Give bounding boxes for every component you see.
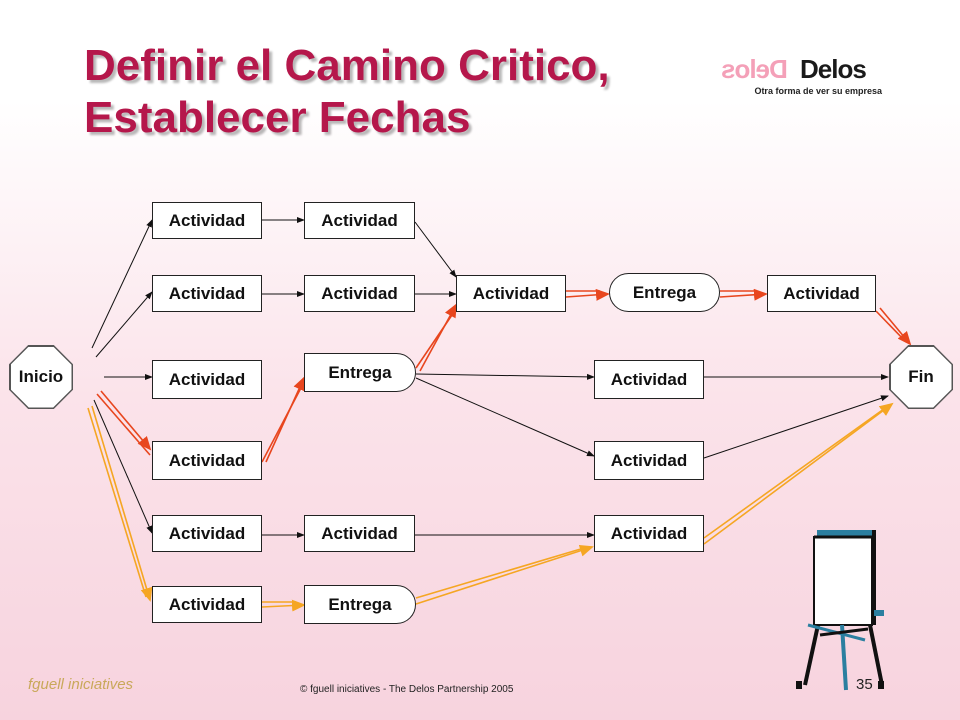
secondary-r5c4-fin-b [703, 402, 894, 545]
connector-inicio-r1 [91, 219, 153, 349]
flipchart-icon [796, 530, 884, 691]
critical-entrega-r2c5-b [719, 288, 768, 301]
footer-copyright: © fguell iniciatives - The Delos Partner… [300, 684, 514, 695]
connector-r1c2-r2c3 [414, 221, 457, 278]
secondary-entrega-r5c4-b [415, 544, 594, 605]
end-node-label: Fin [890, 346, 952, 408]
connector-inicio-r5 [93, 399, 153, 534]
delivery-node-r6c2: Entrega [304, 585, 416, 624]
critical-r2c5-fin-b [879, 307, 912, 346]
logo-tagline: Otra forma de ver su empresa [754, 86, 882, 96]
secondary-entrega-r5c4-a [415, 547, 585, 599]
end-node: Fin [889, 345, 953, 409]
critical-inicio-r4-b [100, 390, 152, 451]
page-number: 35 [856, 676, 873, 693]
activity-node-r6c1: Actividad [152, 586, 262, 623]
connector-inicio-r2 [95, 291, 153, 358]
activity-node-r2c3: Actividad [456, 275, 566, 312]
start-node-label: Inicio [10, 346, 72, 408]
activity-node-r2c1: Actividad [152, 275, 262, 312]
activity-node-r5c2: Actividad [304, 515, 415, 552]
activity-node-r5c1: Actividad [152, 515, 262, 552]
delos-logo: Delos Delos Otra forma de ver su empresa [722, 54, 892, 104]
title-line-2: Establecer Fechas [84, 93, 471, 142]
start-node: Inicio [9, 345, 73, 409]
title-line-1: Definir el Camino Critico, [84, 41, 610, 90]
secondary-r6-entrega-b [261, 599, 306, 612]
delivery-node-r3c2: Entrega [304, 353, 416, 392]
delivery-node-r2c4: Entrega [609, 273, 720, 312]
activity-node-r1c2: Actividad [304, 202, 415, 239]
activity-node-r1c1: Actividad [152, 202, 262, 239]
critical-entrega-r2c3-b [419, 303, 457, 372]
activity-node-r5c4: Actividad [594, 515, 704, 552]
connector-entrega-r3c4 [415, 373, 595, 380]
critical-r4-entrega-b [265, 376, 305, 463]
secondary-r5c4-fin-a [703, 405, 889, 539]
activity-node-r2c5: Actividad [767, 275, 876, 312]
activity-node-r2c2: Actividad [304, 275, 415, 312]
activity-node-r4c1: Actividad [152, 441, 262, 480]
connector-entrega-r4c4 [415, 377, 595, 457]
critical-r2c3-entrega-b [565, 288, 610, 301]
activity-node-r3c4: Actividad [594, 360, 704, 399]
page-title: Definir el Camino Critico, Establecer Fe… [84, 40, 610, 144]
connector-r4c4-fin [703, 395, 889, 459]
activity-node-r3c1: Actividad [152, 360, 262, 399]
activity-node-r4c4: Actividad [594, 441, 704, 480]
footer-brand: fguell iniciatives [28, 676, 134, 693]
logo-brand-text: Delos [800, 54, 867, 84]
secondary-inicio-r6-a [87, 407, 147, 598]
secondary-inicio-r6-b [91, 405, 153, 602]
critical-r2c5-fin-a [875, 310, 907, 343]
